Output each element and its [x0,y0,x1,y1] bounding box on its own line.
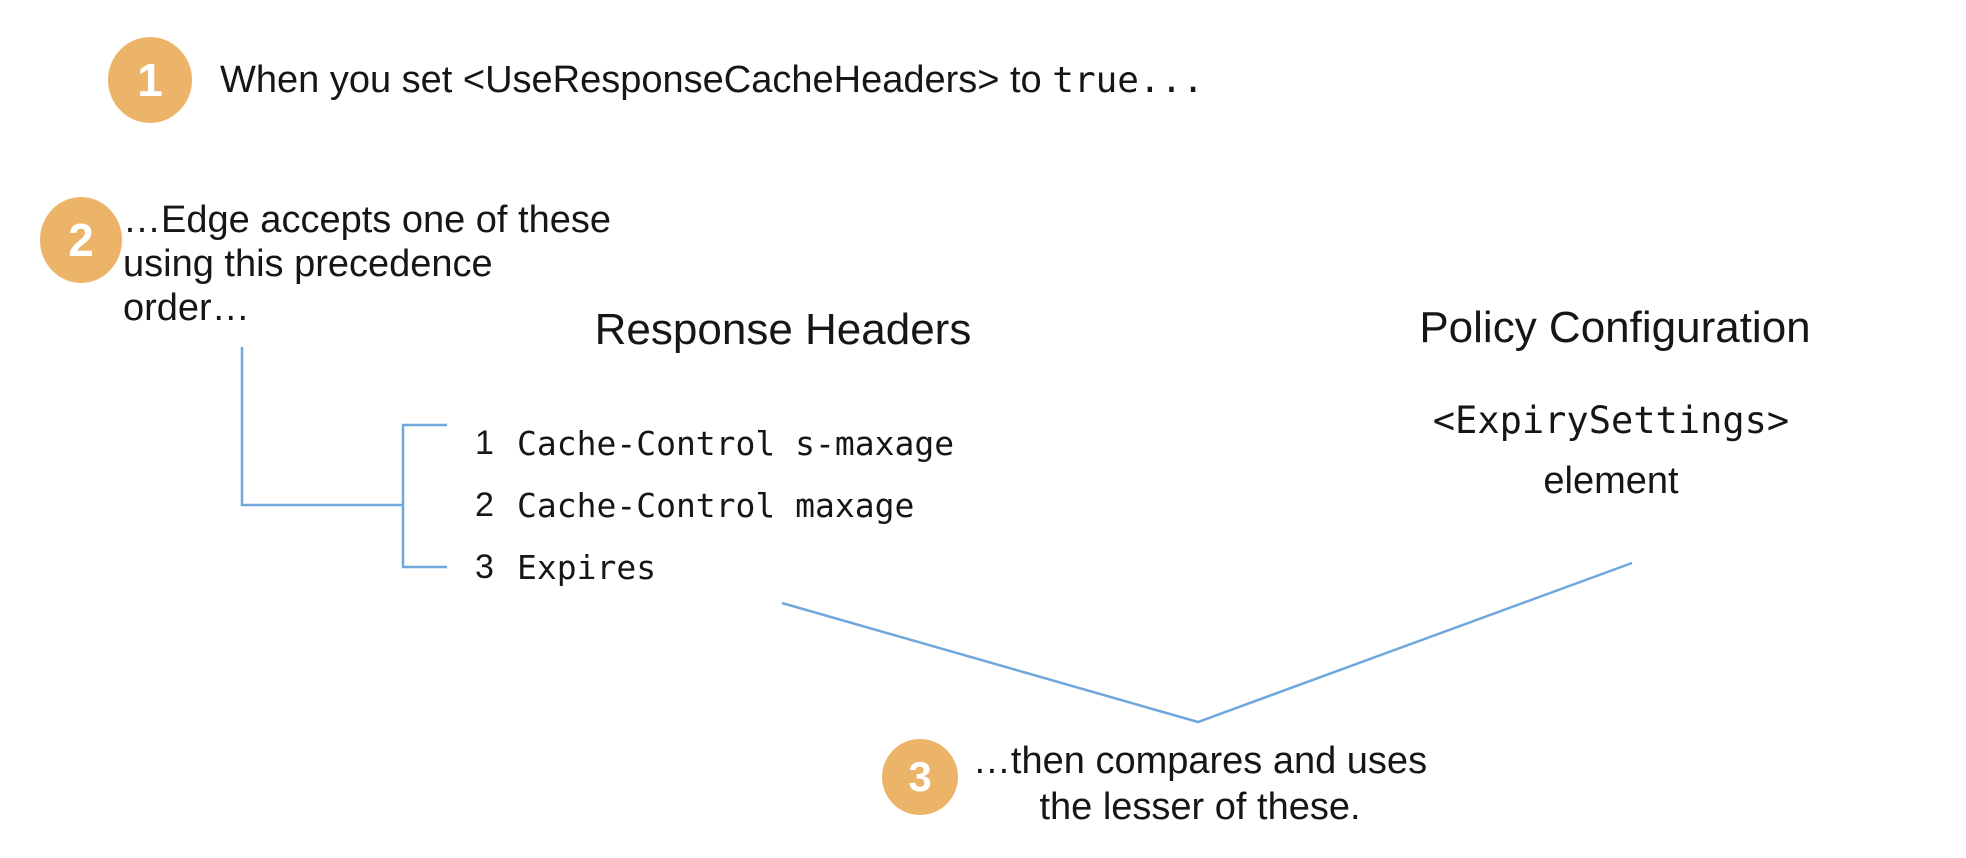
step-3-badge: 3 [882,739,958,815]
expiry-settings-caption: element [1543,460,1679,502]
response-headers-title: Response Headers [594,305,972,354]
step-2-badge: 2 [40,197,122,283]
step-1-number: 1 [137,54,163,106]
expiry-settings-code: <ExpirySettings> [1432,399,1790,442]
list-item: 2 Cache-Control maxage [475,474,954,536]
elbow-connector [240,347,403,507]
list-item-order: 2 [475,485,494,524]
list-item-order: 1 [475,423,494,462]
list-item: 1 Cache-Control s-maxage [475,412,954,474]
step-1-text-prefix: When you set <UseResponseCacheHeaders> t… [220,59,1053,101]
list-item-code: Cache-Control s-maxage [517,423,955,463]
step-1-badge: 1 [108,37,192,123]
list-item: 3 Expires [475,536,954,598]
list-item-order: 3 [475,547,494,586]
list-item-code: Cache-Control maxage [517,485,915,525]
response-headers-list: 1 Cache-Control s-maxage 2 Cache-Control… [475,412,954,598]
list-item-code: Expires [517,547,657,587]
step-1-code-true: true... [1052,60,1204,101]
list-bracket [401,423,447,569]
step-3-text: …then compares and uses the lesser of th… [972,740,1428,828]
step-2-text: …Edge accepts one of these using this pr… [123,199,611,329]
step-1-text: When you set <UseResponseCacheHeaders> t… [220,57,1204,104]
step-2-number: 2 [68,214,94,266]
policy-configuration-title: Policy Configuration [1419,303,1811,352]
step-3-number: 3 [908,753,932,800]
